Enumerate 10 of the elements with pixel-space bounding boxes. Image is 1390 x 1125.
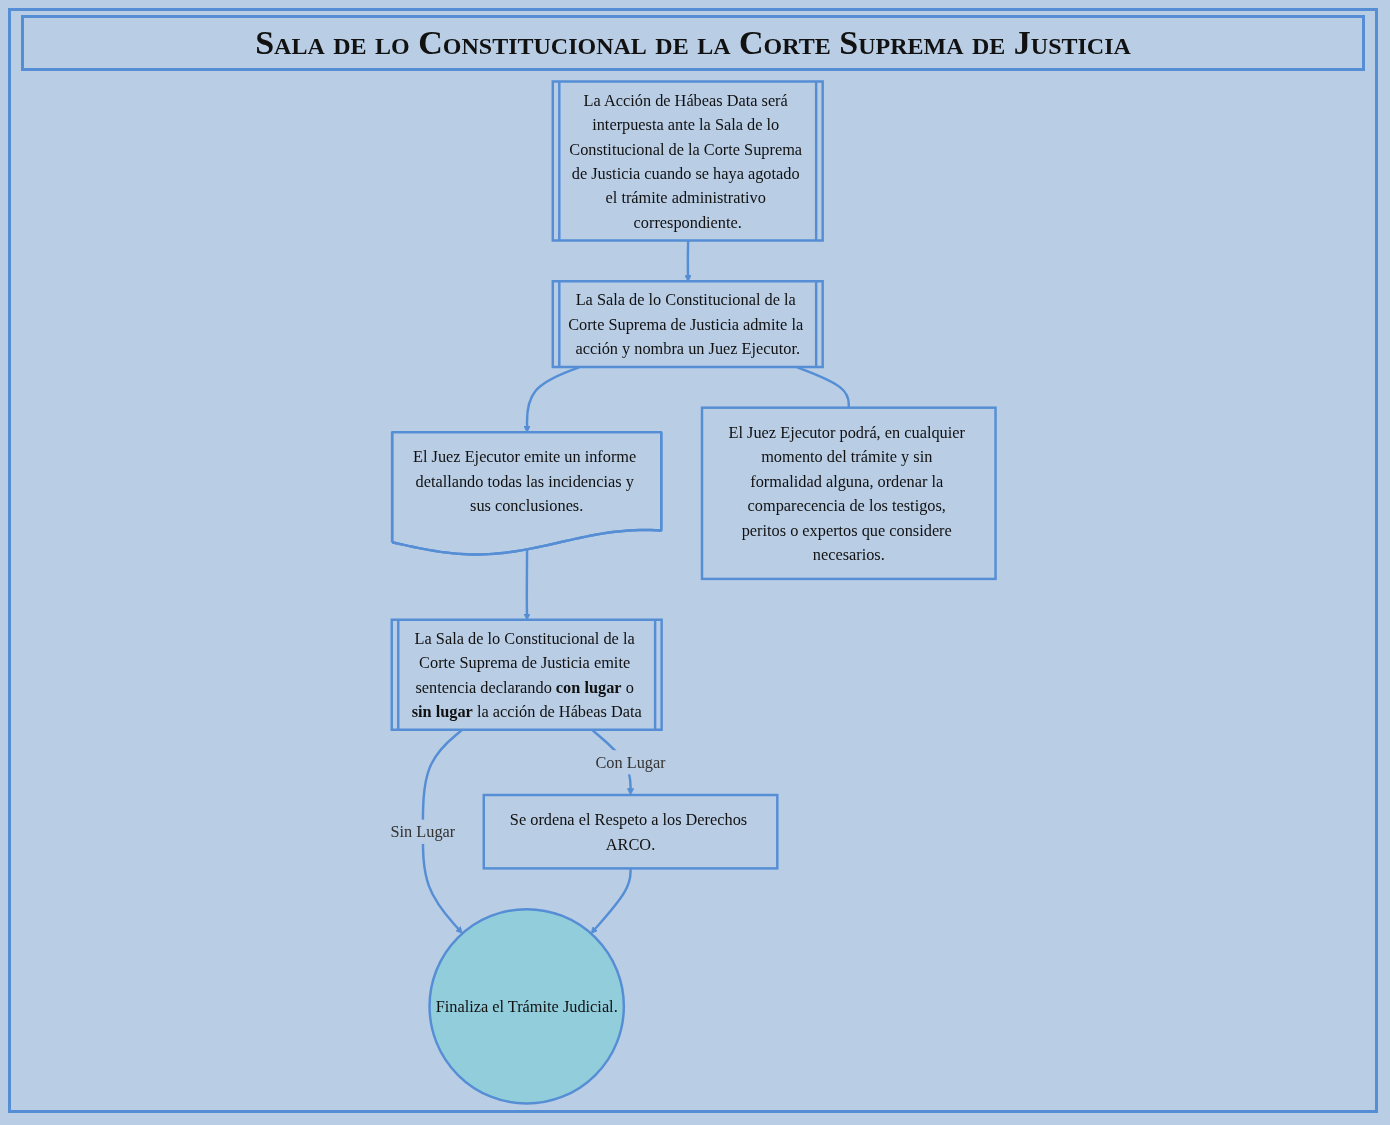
node-box: El Juez Ejecutor podrá, en cualquier momento del trámite y sin formalidad alguna, ordenar la comparecencia de los testigos, peritos o expertos que considere necesarios. — [700, 406, 997, 581]
edge-label: Sin Lugar — [390, 822, 456, 841]
edge-label: Con Lugar — [595, 753, 666, 772]
arrow — [590, 868, 632, 934]
node-box: Se ordena el Respeto a los Derechos ARCO. — [482, 793, 779, 870]
title: Sala de lo Constitucional de la Corte Suprema de Justicia — [21, 15, 1365, 71]
arrow — [523, 366, 580, 433]
connector — [796, 366, 850, 408]
node-circle: Finaliza el Trámite Judicial. — [428, 907, 626, 1105]
arrow — [421, 729, 463, 934]
